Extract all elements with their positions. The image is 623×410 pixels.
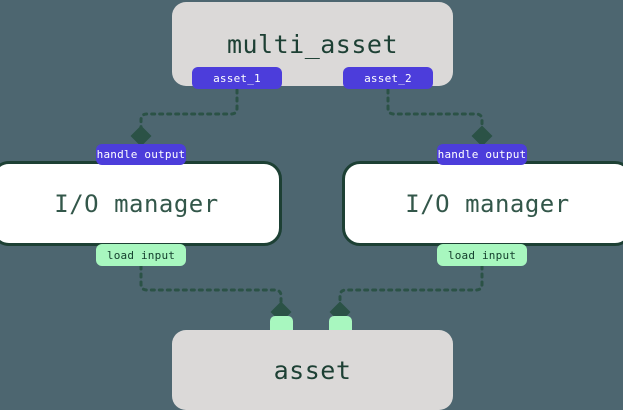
edge-load-input-left-to-asset (139, 264, 292, 323)
badge-handle-output-right-label: handle output (437, 148, 527, 161)
edge-asset2-to-handle-output-right (386, 88, 493, 147)
badge-asset-2[interactable]: asset_2 (343, 67, 433, 89)
badge-asset-1[interactable]: asset_1 (192, 67, 282, 89)
node-multi-asset-label: multi_asset (226, 29, 399, 59)
badge-asset-1-label: asset_1 (213, 71, 261, 85)
edge-asset1-to-handle-output-left (130, 88, 239, 147)
badge-load-input-left-label: load input (106, 248, 176, 262)
node-io-manager-right[interactable]: I/O manager (342, 161, 623, 246)
edge-load-input-right-to-asset (329, 264, 484, 323)
node-io-manager-right-label: I/O manager (405, 189, 570, 218)
badge-handle-output-right[interactable]: handle output (437, 144, 527, 165)
badge-load-input-left[interactable]: load input (96, 244, 186, 266)
node-asset-label: asset (273, 355, 352, 385)
badge-load-input-right[interactable]: load input (437, 244, 527, 266)
badge-asset-2-label: asset_2 (364, 71, 412, 85)
badge-handle-output-left-label: handle output (96, 148, 186, 161)
node-io-manager-left-label: I/O manager (54, 189, 219, 218)
node-asset[interactable]: asset (172, 330, 453, 410)
badge-load-input-right-label: load input (447, 248, 517, 262)
badge-handle-output-left[interactable]: handle output (96, 144, 186, 165)
node-io-manager-left[interactable]: I/O manager (0, 161, 282, 246)
